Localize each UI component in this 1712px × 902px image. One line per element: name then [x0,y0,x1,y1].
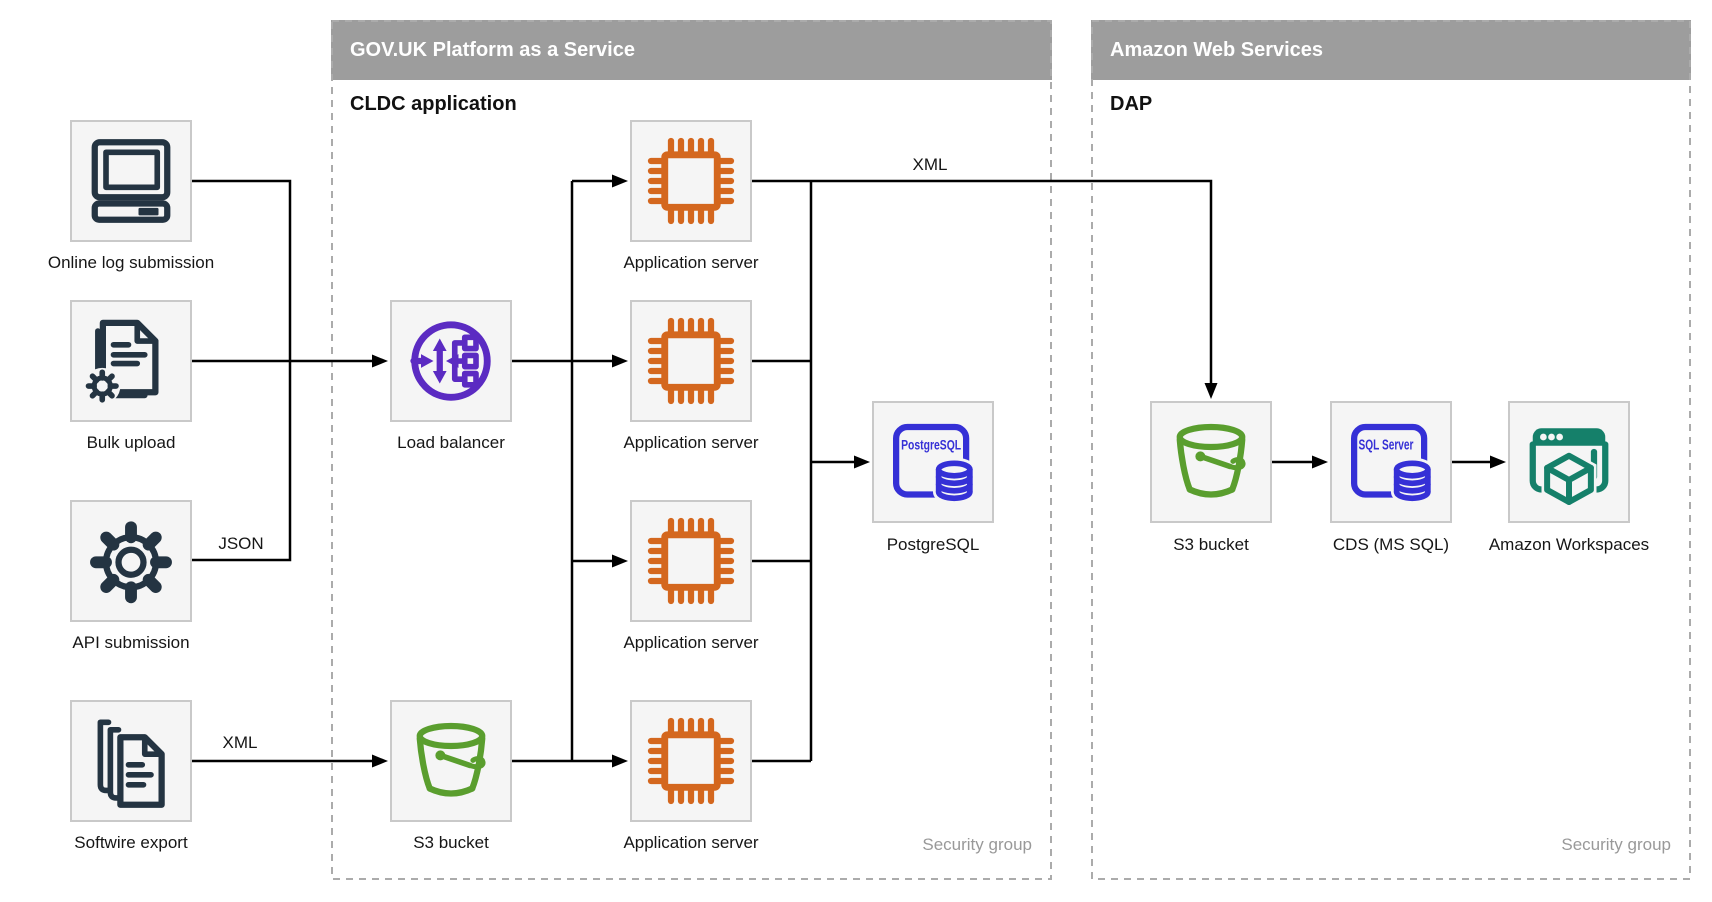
workspaces-icon [1529,428,1609,509]
edge-label-json: JSON [218,534,264,553]
node-label-s3-bucket-paas: S3 bucket [413,833,489,852]
arrowheads [372,174,1506,768]
aws-group-outline [1091,20,1691,880]
node-label-app-server-4: Application server [623,833,759,852]
node-online-log-submission [70,120,192,242]
document-gear-icon [84,319,159,405]
chip-icon [647,717,735,805]
node-label-load-balancer: Load balancer [397,433,505,452]
node-label-amazon-workspaces: Amazon Workspaces [1488,535,1650,554]
node-label-online-log-submission: Online log submission [47,253,215,272]
node-load-balancer [390,300,512,422]
paas-sublabel: CLDC application [350,93,517,115]
node-label-cds-mssql: CDS (MS SQL) [1332,535,1450,554]
node-label-app-server-1: Application server [623,253,759,272]
chip-icon [647,137,735,225]
sql-server-icon-text: SQL Server [1359,438,1414,454]
node-label-api-submission: API submission [72,633,190,652]
node-label-postgresql: PostgreSQL [886,535,980,554]
edge-label-xml-softwire: XML [222,733,258,752]
paas-security-group-label: Security group [922,835,1032,854]
node-label-softwire-export: Softwire export [74,833,188,852]
node-s3-bucket-aws [1150,401,1272,523]
node-label-s3-bucket-aws: S3 bucket [1173,535,1249,554]
postgresql-icon-text: PostgreSQL [901,438,961,453]
node-label-bulk-upload: Bulk upload [86,433,176,452]
load-balancer-icon [410,321,491,401]
stacked-documents-icon [97,719,165,808]
node-app-server-2 [630,300,752,422]
sql-server-icon: SQL Server [1351,423,1434,504]
node-softwire-export [70,700,192,822]
chip-icon [647,517,735,605]
connector-lines [192,179,1492,763]
node-label-app-server-2: Application server [623,433,759,452]
node-app-server-1 [630,120,752,242]
s3-bucket-icon [1176,423,1246,498]
gear-icon [90,521,172,604]
node-postgresql: PostgreSQL [872,401,994,523]
s3-bucket-icon [416,722,486,797]
computer-icon [91,139,171,223]
node-app-server-3 [630,500,752,622]
aws-sublabel: DAP [1110,93,1153,115]
node-bulk-upload [70,300,192,422]
aws-group-title: Amazon Web Services [1110,39,1324,61]
aws-group-header: Amazon Web Services [1091,20,1691,80]
chip-icon [647,317,735,405]
node-amazon-workspaces [1508,401,1630,523]
node-s3-bucket-paas [390,700,512,822]
paas-group-header: GOV.UK Platform as a Service [331,20,1052,80]
node-api-submission [70,500,192,622]
postgresql-icon: PostgreSQL [893,423,976,504]
edge-label-xml-to-aws: XML [912,155,948,174]
aws-security-group-label: Security group [1561,835,1671,854]
group-outlines [331,20,1691,880]
node-label-app-server-3: Application server [623,633,759,652]
paas-group-title: GOV.UK Platform as a Service [350,39,635,61]
paas-group-outline [331,20,1052,880]
node-cds-mssql: SQL Server [1330,401,1452,523]
node-app-server-4 [630,700,752,822]
